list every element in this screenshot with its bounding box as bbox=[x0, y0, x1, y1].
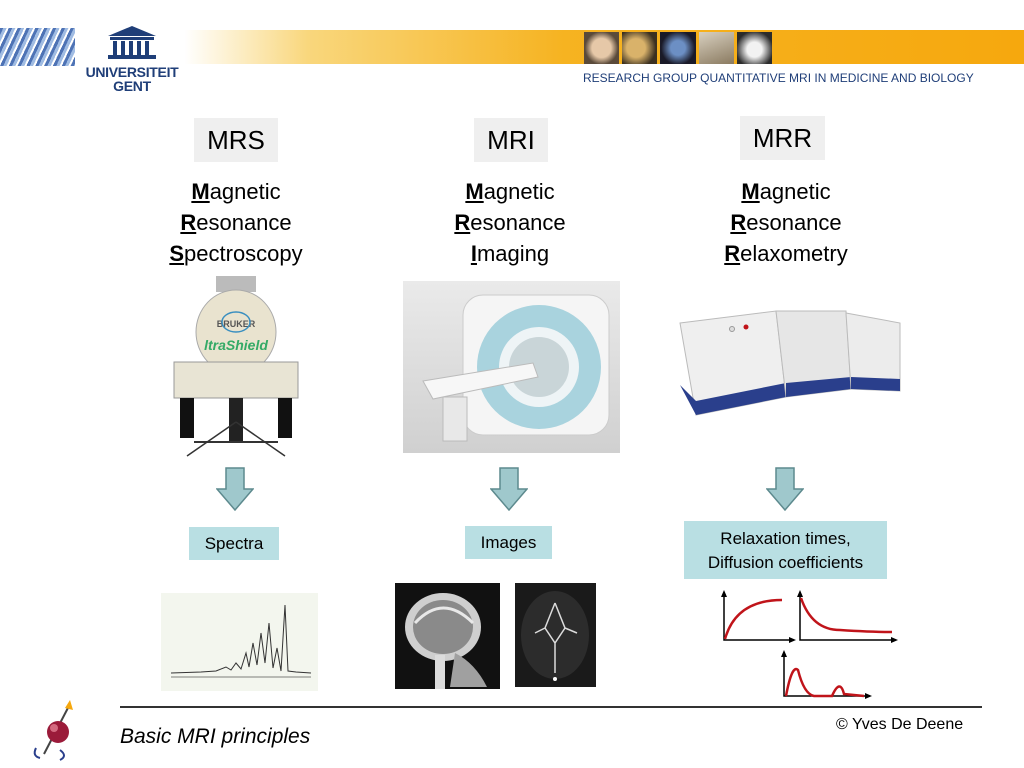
mrs-abbreviation: MRS bbox=[194, 118, 278, 162]
header-thumb-2 bbox=[622, 32, 658, 64]
initial-letter: M bbox=[191, 179, 210, 204]
initial-letter: M bbox=[465, 179, 484, 204]
slide-title: Basic MRI principles bbox=[120, 725, 311, 748]
copyright-notice: © Yves De Deene bbox=[836, 716, 964, 733]
initial-letter: R bbox=[454, 210, 471, 235]
research-group-label: RESEARCH GROUP QUANTITATIVE MRI IN MEDIC… bbox=[583, 71, 974, 85]
header-thumb-4 bbox=[698, 32, 734, 64]
distribution-curve-plot bbox=[774, 650, 874, 707]
svg-text:BRUKER: BRUKER bbox=[217, 319, 256, 329]
nmr-spectrometer-image: BRUKER ltraShield bbox=[172, 272, 300, 460]
word-rest: esonance bbox=[470, 210, 566, 235]
spectra-label: Spectra bbox=[189, 527, 279, 560]
header-thumb-1 bbox=[584, 32, 620, 64]
mri-abbreviation: MRI bbox=[474, 118, 548, 162]
arrow-down-icon bbox=[490, 467, 528, 511]
brain-angiography-image bbox=[515, 583, 596, 687]
initial-letter: R bbox=[180, 210, 197, 235]
arrow-down-icon bbox=[766, 467, 804, 511]
initial-letter: R bbox=[730, 210, 747, 235]
footer-divider bbox=[120, 706, 982, 708]
header-thumb-5 bbox=[736, 32, 773, 64]
mrs-full-name: Magnetic Resonance Spectroscopy bbox=[136, 176, 336, 269]
initial-letter: I bbox=[470, 241, 477, 266]
mri-full-name: Magnetic Resonance Imaging bbox=[410, 176, 610, 269]
word-rest: maging bbox=[476, 241, 550, 266]
initial-letter: R bbox=[724, 241, 741, 266]
header-decoration bbox=[0, 28, 75, 66]
initial-letter: S bbox=[169, 241, 185, 266]
word-rest: pectroscopy bbox=[184, 241, 303, 266]
header-banner bbox=[0, 30, 1024, 64]
header-image-strip bbox=[584, 32, 773, 64]
relaxation-label-line2: Diffusion coefficients bbox=[707, 553, 864, 572]
word-rest: agnetic bbox=[209, 179, 281, 204]
logo-text-line1: UNIVERSITEIT bbox=[85, 64, 179, 80]
spin-logo-icon bbox=[30, 698, 80, 767]
svg-text:ltraShield: ltraShield bbox=[204, 337, 268, 353]
spectrum-plot-image bbox=[161, 593, 318, 691]
images-label: Images bbox=[465, 526, 552, 559]
brain-sagittal-image bbox=[395, 583, 500, 689]
word-rest: elaxometry bbox=[740, 241, 848, 266]
building-icon bbox=[108, 26, 156, 59]
header-thumb-3 bbox=[660, 32, 696, 64]
mrr-full-name: Magnetic Resonance Relaxometry bbox=[686, 176, 886, 269]
relaxometer-image bbox=[676, 303, 902, 425]
recovery-curve-plot bbox=[716, 590, 796, 651]
word-rest: agnetic bbox=[759, 179, 831, 204]
decay-curve-plot bbox=[790, 590, 900, 651]
relaxation-label: Relaxation times, Diffusion coefficients bbox=[684, 521, 887, 579]
logo-text-line2: GENT bbox=[113, 78, 151, 94]
university-logo: UNIVERSITEIT GENT bbox=[84, 24, 180, 94]
mrr-abbreviation: MRR bbox=[740, 116, 825, 160]
word-rest: esonance bbox=[196, 210, 292, 235]
word-rest: agnetic bbox=[483, 179, 555, 204]
word-rest: esonance bbox=[746, 210, 842, 235]
arrow-down-icon bbox=[216, 467, 254, 511]
relaxation-label-line1: Relaxation times, bbox=[720, 529, 851, 548]
mri-scanner-image bbox=[403, 281, 620, 453]
initial-letter: M bbox=[741, 179, 760, 204]
